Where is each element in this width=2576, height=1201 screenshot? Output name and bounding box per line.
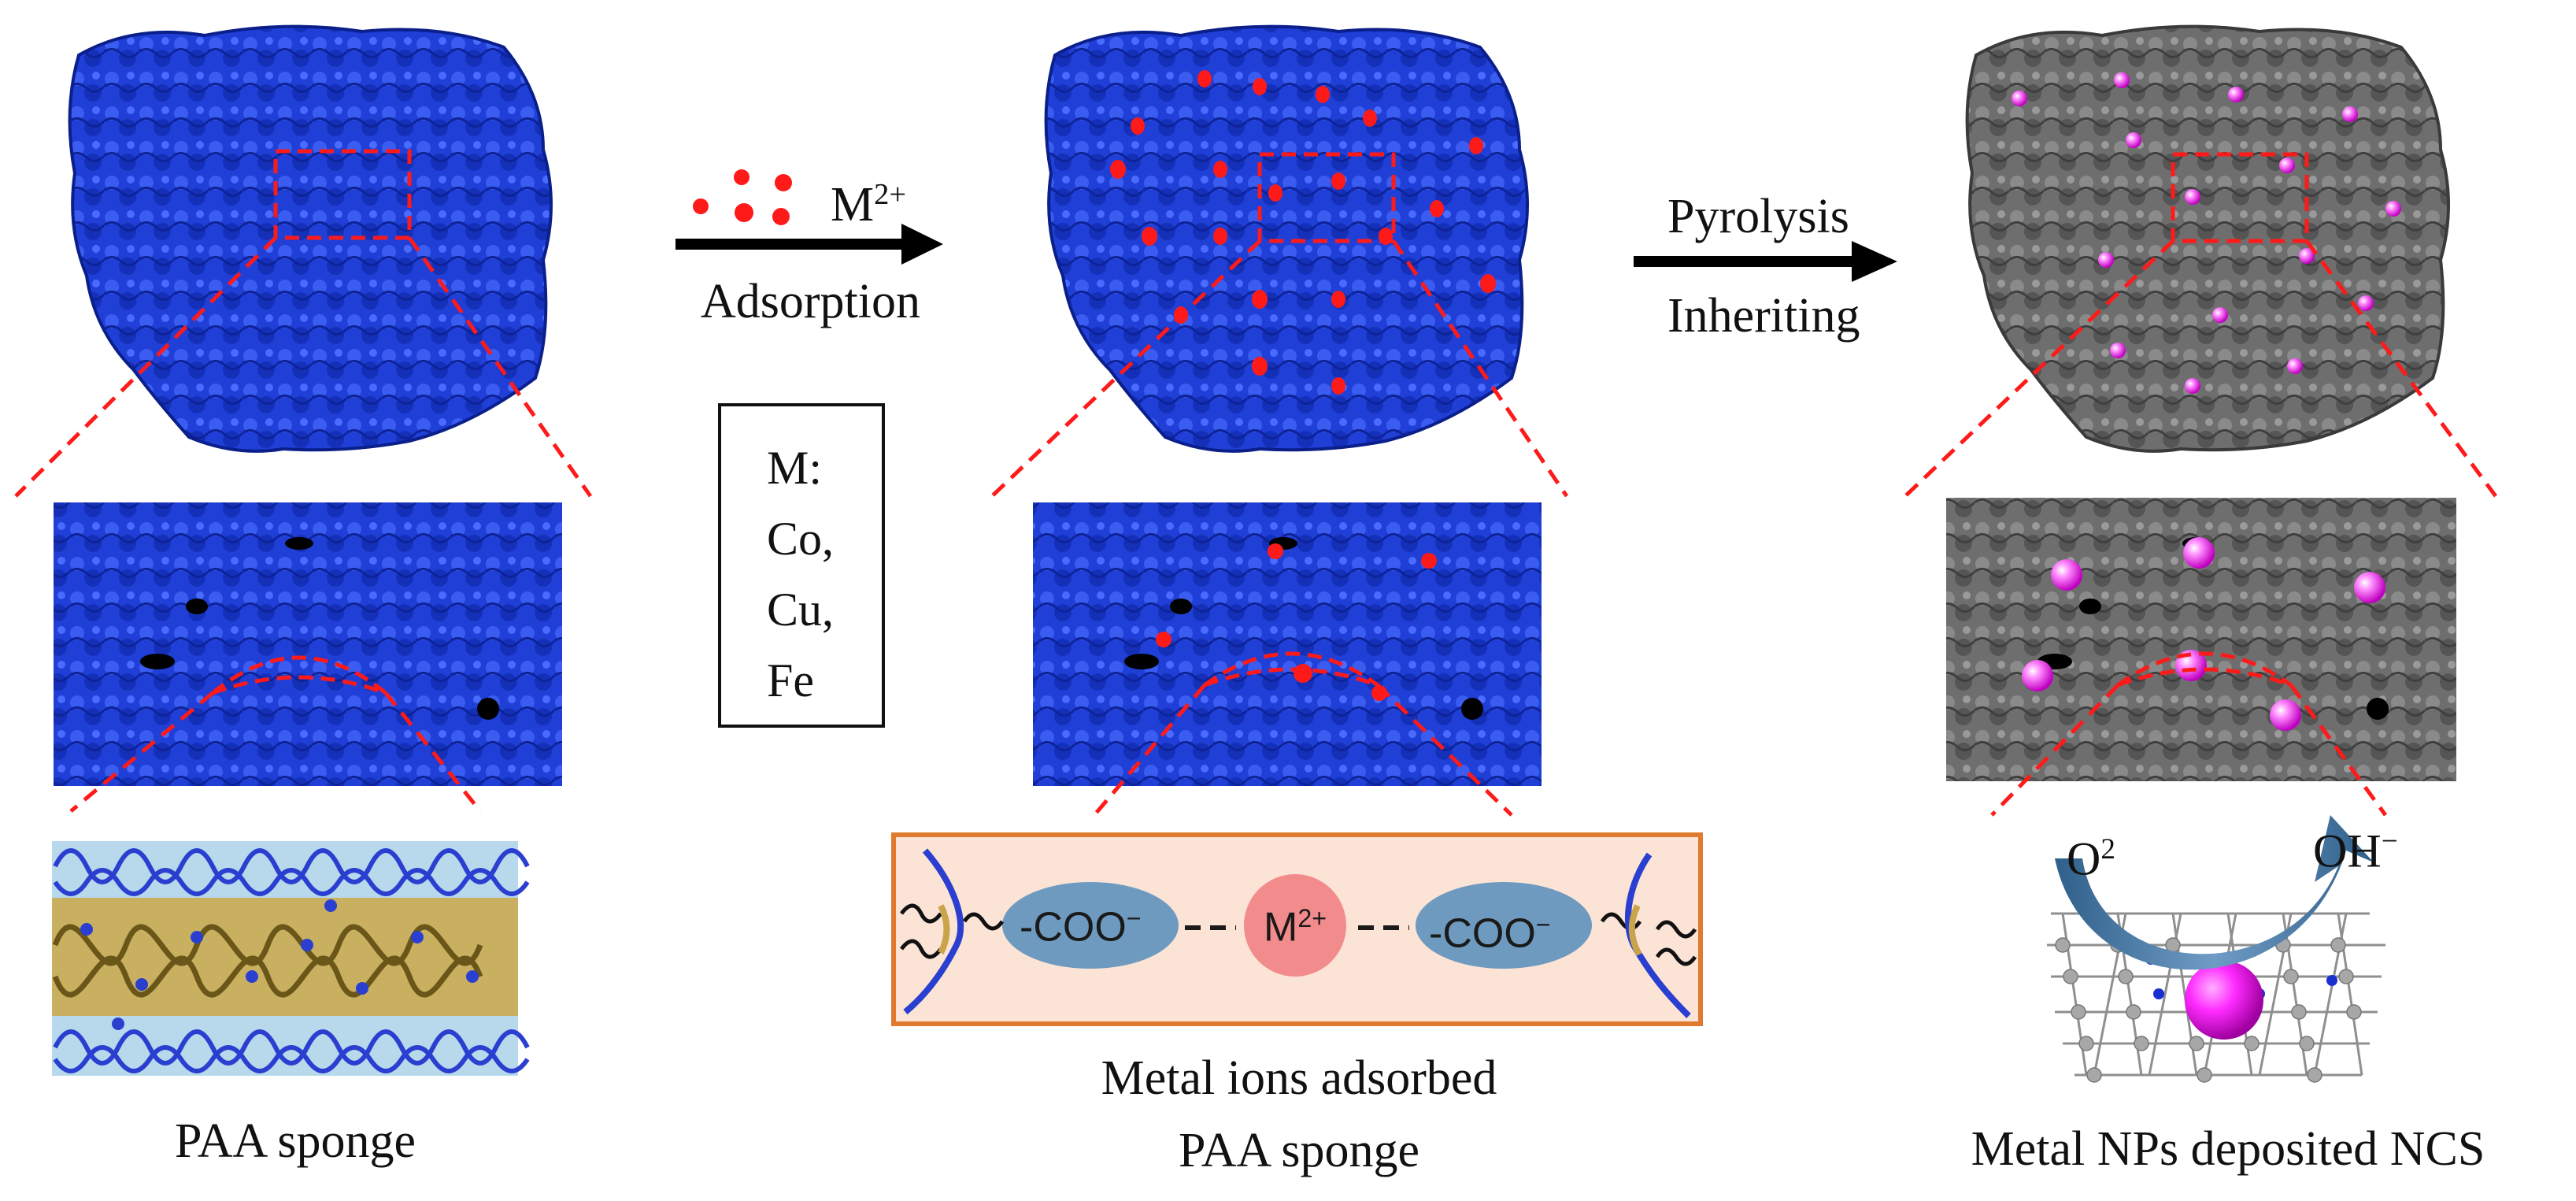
pyrolysis-arrow <box>1634 241 1897 282</box>
zoom-region-box <box>273 149 412 240</box>
paa-sponge-zoom-panel <box>54 502 562 786</box>
metal-cu: Cu, <box>767 584 835 636</box>
zoom-guide-left <box>14 236 277 498</box>
caption-metal-ions-line1: Metal ions adsorbed <box>1101 1051 1497 1105</box>
metal-nps-zoom-panel <box>1946 498 2456 781</box>
metal-adsorbed-zoom-panel <box>1033 502 1542 786</box>
carboxylate-right-ellipse <box>1416 882 1592 969</box>
paa-polymer-strip <box>52 841 530 1076</box>
metal-list-header: M: <box>767 442 823 494</box>
carboxylate-left-label: -COO− <box>1020 904 1142 951</box>
ion-dot <box>775 174 792 191</box>
metal-ion-circle <box>1244 874 1346 977</box>
metal-ion-label: M2+ <box>1264 904 1327 951</box>
metal-nps-ncs-cube <box>1965 24 2450 453</box>
ion-dot <box>772 208 790 225</box>
zoom-guide-right <box>407 236 593 498</box>
ion-dot <box>693 198 709 214</box>
caption-metal-ions-line2: PAA sponge <box>1178 1124 1420 1177</box>
metal-fe: Fe <box>767 654 814 706</box>
chelation-scheme <box>891 832 1703 1026</box>
ion-label: M2+ <box>831 178 907 232</box>
inheriting-label: Inheriting <box>1667 289 1860 343</box>
pyrolysis-label: Pyrolysis <box>1667 190 1849 243</box>
carboxylate-right-label: -COO− <box>1429 910 1551 957</box>
caption-paa-sponge: PAA sponge <box>174 1114 416 1168</box>
reaction-curved-arrow <box>2055 815 2374 970</box>
graphene-catalysis-scheme <box>2047 815 2385 1083</box>
reactant-label: O2 <box>2067 832 2115 885</box>
ion-dot <box>734 169 749 185</box>
metal-co: Co, <box>767 513 835 565</box>
paa-sponge-cube <box>68 24 553 453</box>
metal-adsorbed-sponge-cube <box>1044 24 1529 453</box>
ion-dot <box>735 203 753 222</box>
zoom-region-box <box>1257 152 1396 243</box>
metal-nanoparticle <box>2185 961 2263 1040</box>
adsorption-label: Adsorption <box>701 275 920 328</box>
adsorption-arrow <box>675 169 943 265</box>
product-label: OH− <box>2313 825 2398 877</box>
zoom-region-box <box>2171 152 2309 243</box>
metal-list-box: M: Co, Cu, Fe <box>718 403 885 728</box>
caption-metal-nps-ncs: Metal NPs deposited NCS <box>1971 1122 2485 1176</box>
carboxylate-left-ellipse <box>1002 882 1179 969</box>
